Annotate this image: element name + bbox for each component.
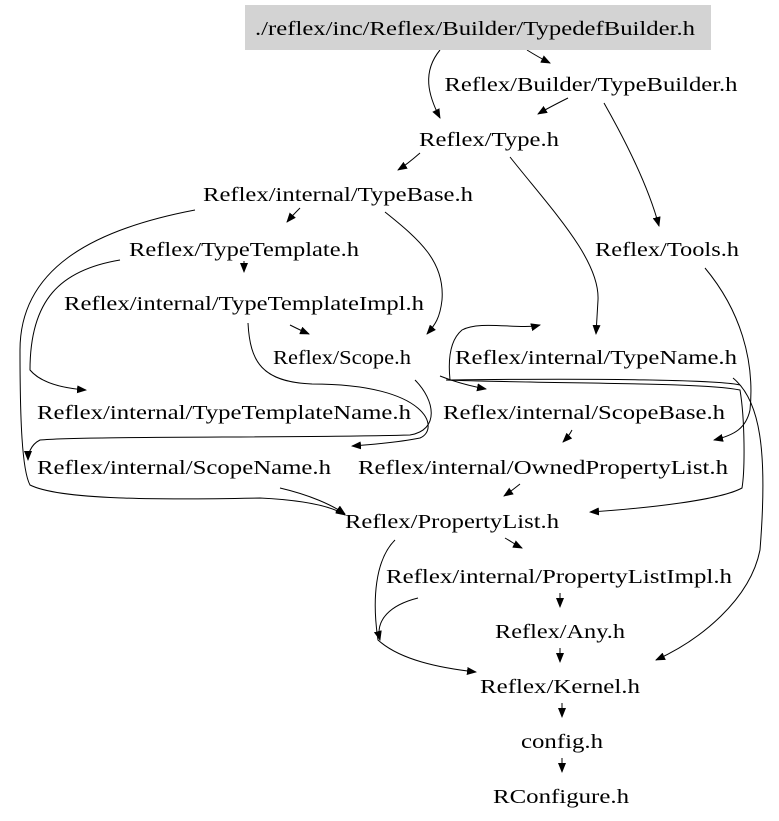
edge-typename-to-scope [448, 323, 741, 386]
edge-typetemplateimpl-to-scopename [247, 322, 429, 450]
node-config[interactable]: config.h [521, 731, 603, 753]
edge-typename-to-kernel [655, 377, 764, 661]
edge-type-to-typename [509, 156, 601, 335]
edge-scope-to-propertylist [445, 379, 745, 516]
node-typetemplate[interactable]: Reflex/TypeTemplate.h [129, 239, 359, 261]
edge-typebase-to-propertylist [19, 209, 346, 516]
node-typetemplatename[interactable]: Reflex/internal/TypeTemplateName.h [37, 402, 411, 424]
edge-propertylistimpl-to-kernel [373, 597, 419, 641]
edge-typebase-to-typetemplate [286, 207, 301, 223]
node-propertylist[interactable]: Reflex/PropertyList.h [345, 511, 559, 533]
edge-type-to-typebase [397, 152, 421, 171]
node-propertylistimpl[interactable]: Reflex/internal/PropertyListImpl.h [386, 566, 732, 588]
node-ownedpropertylist[interactable]: Reflex/internal/OwnedPropertyList.h [358, 457, 728, 479]
edge-propertylist-to-propertylistimpl [504, 537, 523, 549]
root-node[interactable]: ./reflex/inc/Reflex/Builder/TypedefBuild… [245, 5, 711, 50]
node-scopebase[interactable]: Reflex/internal/ScopeBase.h [443, 402, 725, 424]
node-scope[interactable]: Reflex/Scope.h [273, 347, 411, 369]
edge-root-to-type [428, 49, 441, 119]
root-node-label: ./reflex/inc/Reflex/Builder/TypedefBuild… [255, 18, 695, 40]
edge-root-to-typebuilder [526, 49, 551, 64]
edge-typebuilder-to-type [537, 97, 569, 115]
node-kernel[interactable]: Reflex/Kernel.h [480, 676, 640, 698]
node-typebase[interactable]: Reflex/internal/TypeBase.h [203, 184, 473, 206]
edge-scopename-to-propertylist [279, 487, 346, 515]
node-typetemplateimpl[interactable]: Reflex/internal/TypeTemplateImpl.h [64, 293, 424, 315]
node-type[interactable]: Reflex/Type.h [419, 129, 559, 151]
node-tools[interactable]: Reflex/Tools.h [595, 239, 739, 261]
edges [19, 49, 764, 773]
edge-scopebase-to-ownedpropertylist [562, 429, 573, 443]
nodes: Reflex/Builder/TypeBuilder.hReflex/Type.… [37, 74, 739, 808]
edge-typebuilder-to-tools [603, 102, 661, 227]
edge-typetemplateimpl-to-scope [289, 324, 310, 335]
edge-tools-to-ownedpropertylist [704, 267, 752, 442]
edge-propertylist-to-kernel [374, 539, 477, 675]
edge-ownedpropertylist-to-propertylist [503, 483, 521, 497]
root-node-box [245, 5, 711, 50]
edge-typebase-to-scope [384, 211, 443, 335]
edge-typetemplate-to-typetemplatename [29, 259, 121, 394]
node-rconfigure[interactable]: RConfigure.h [493, 786, 629, 808]
node-scopename[interactable]: Reflex/internal/ScopeName.h [37, 457, 331, 479]
node-typename[interactable]: Reflex/internal/TypeName.h [455, 347, 737, 369]
node-typebuilder[interactable]: Reflex/Builder/TypeBuilder.h [445, 74, 738, 96]
edge-scope-to-scopebase [439, 375, 487, 392]
node-any[interactable]: Reflex/Any.h [495, 621, 625, 643]
edge-scope-to-scopename [24, 379, 432, 461]
